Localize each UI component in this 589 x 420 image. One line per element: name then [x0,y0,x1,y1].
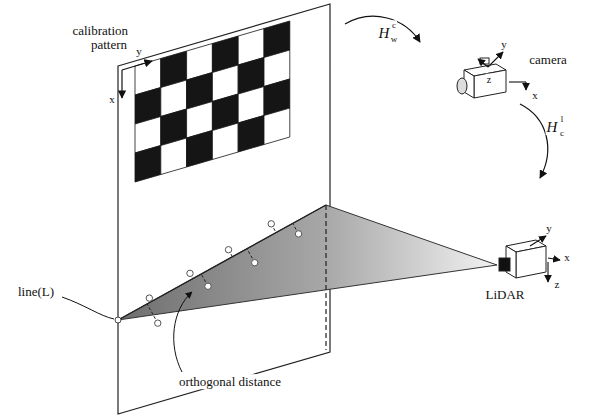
axis-arrow [122,61,152,70]
pattern-label: calibration pattern [48,24,128,51]
label-text: line(L) [17,284,55,299]
axis-label: y [545,223,553,235]
label-text: c [391,20,397,30]
scan-point [155,320,161,326]
transform-symbol: H [546,120,559,136]
scan-plane [118,205,497,320]
leader-line [62,297,114,319]
label-text: calibration pattern [71,23,128,52]
axis-label: x [563,252,571,264]
label-text: x [531,89,539,101]
dashed-line [325,205,326,350]
axis-arrow [478,59,488,67]
scan-points [146,221,302,327]
label-text: c [559,128,565,138]
checker-cell [161,138,187,175]
checker-cell [187,131,213,168]
scan-point [146,295,152,301]
label-text: y [545,222,553,234]
wall-plane [118,4,330,414]
label-text: H [546,119,559,135]
axis-label: z [554,279,561,291]
axis-arrow [488,52,503,67]
transform-arrow [345,16,420,42]
axis-arrow [530,236,546,246]
scan-point [252,260,258,266]
checker-cell [135,146,161,183]
transform-superscript: l [560,115,565,124]
label-text: z [554,278,561,290]
camera-label: camera [528,53,568,67]
transform-subscript: w [390,35,399,44]
label-text: camera [528,52,568,67]
line-l [118,205,326,320]
scan-point [187,270,193,276]
label-text: w [390,34,399,44]
axis-arrow [121,70,122,98]
scan-point [225,247,231,253]
axis-label: y [135,46,143,58]
lidar-icon [499,240,546,278]
axis-label: x [108,94,116,106]
label-text: z [486,74,492,85]
scan-point [205,283,211,289]
axis-arrow [525,82,526,90]
label-text: y [135,45,143,57]
line-label: line(L) [17,285,55,299]
checker-cell [212,123,238,160]
label-text: x [108,93,116,105]
scan-point [268,221,274,227]
lidar-label: LiDAR [485,288,526,302]
axis-label: x [531,90,539,102]
scan-point [115,317,121,323]
axis-label: z [486,75,492,86]
label-text: x [563,251,571,263]
label-text: H [378,25,391,41]
checkerboard [135,21,290,182]
scan-point [295,231,301,237]
axis-arrow [547,262,548,282]
transform-superscript: c [391,21,397,30]
label-text: y [500,38,508,50]
label-text: l [560,114,565,124]
label-text: orthogonal distance [178,374,282,389]
checker-cell [238,116,264,153]
axis-arrow [548,258,560,260]
annotation-label: orthogonal distance [178,375,282,389]
transform-subscript: c [559,129,565,138]
camera-icon [457,58,506,98]
axis-label: y [500,39,508,51]
label-text: LiDAR [485,287,526,302]
leader-arrow [174,292,192,372]
axis-arrow [509,81,526,82]
transform-symbol: H [378,26,391,42]
transform-arrow [520,104,548,178]
checker-cell [264,108,290,145]
